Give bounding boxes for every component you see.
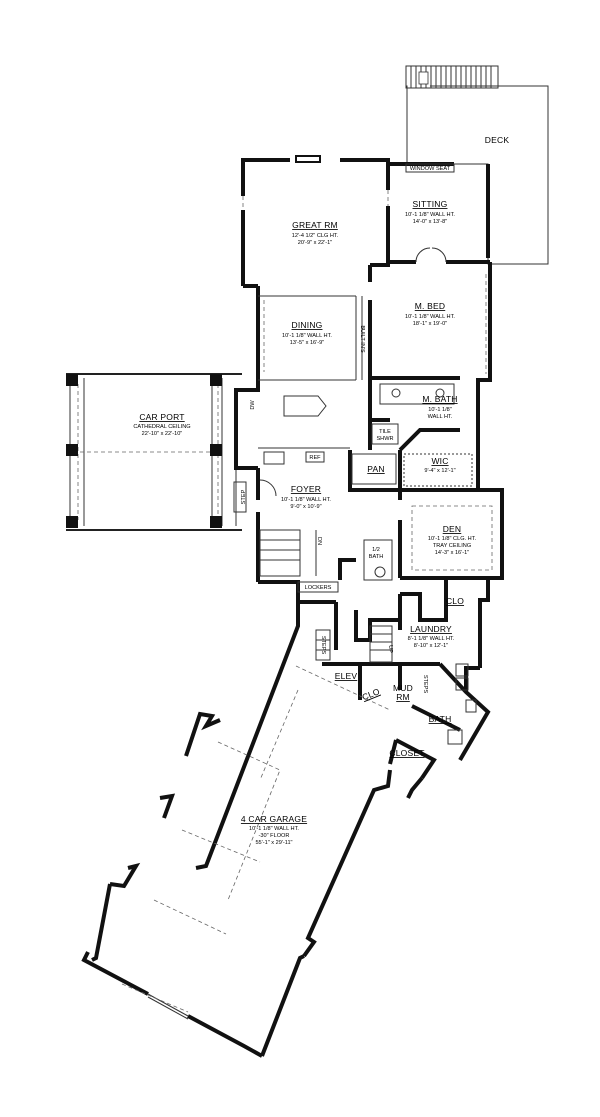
wic-label: WIC [431, 456, 448, 466]
m-bed-wall-height: 10'-1 1/8" WALL HT. [405, 314, 455, 320]
built-ins: BUILT-IN'S [359, 325, 365, 353]
room-foyer: FOYER 10'-1 1/8" WALL HT. 9'-0" x 10'-9" [281, 484, 331, 510]
closet-mud: CLO [361, 686, 382, 702]
wic-dimensions: 9'-4" x 12'-1" [424, 468, 455, 474]
room-laundry: LAUNDRY 8'-1 1/8" WALL HT. 8'-10" x 12'-… [408, 624, 455, 649]
garage-wall-height: 10'-1 1/8" WALL HT. [249, 826, 299, 832]
m-bath-wall-height: 10'-1 1/8" [428, 407, 452, 413]
foyer-dimensions: 9'-0" x 10'-9" [290, 504, 321, 510]
dishwasher: DW [250, 400, 256, 410]
ref-label: REF [309, 455, 321, 461]
laundry-dimensions: 8'-10" x 12'-1" [414, 643, 448, 649]
room-den: DEN 10'-1 1/8" CLG. HT. TRAY CEILING 14'… [428, 524, 477, 556]
m-bath-wall-height-2: WALL HT. [428, 414, 453, 420]
mud-rm-label-1: MUD [393, 683, 413, 693]
laundry-label: LAUNDRY [410, 624, 452, 634]
car-port-ceiling: CATHEDRAL CEILING [133, 424, 190, 430]
m-bed-dimensions: 18'-1" x 19'-0" [413, 321, 447, 327]
room-dining: DINING 10'-1 1/8" WALL HT. 13'-5" x 16'-… [282, 320, 332, 346]
interior-details [121, 163, 493, 1013]
room-wic: WIC 9'-4" x 12'-1" [424, 456, 455, 474]
tile-shwr-label-2: SHWR [376, 436, 393, 442]
dining-dimensions: 13'-5" x 16'-9" [290, 340, 324, 346]
great-rm-label: GREAT RM [292, 220, 338, 230]
dining-wall-height: 10'-1 1/8" WALL HT. [282, 333, 332, 339]
closet-garage: CLOSET [389, 748, 424, 758]
step-label: STEP [241, 489, 247, 504]
clo-mud-label: CLO [361, 686, 382, 702]
sitting-dimensions: 14'-0" x 13'-8" [413, 219, 447, 225]
mud-room: MUD RM [393, 683, 413, 702]
steps-left-label: STEPS [320, 636, 326, 655]
closet-den: CLO [446, 596, 464, 606]
room-bath: BATH [429, 714, 452, 724]
built-ins-label: BUILT-IN'S [359, 325, 365, 353]
sitting-wall-height: 10'-1 1/8" WALL HT. [405, 212, 455, 218]
den-tray-ceiling: TRAY CEILING [433, 543, 471, 549]
exterior-walls [81, 155, 504, 1058]
window-seat-label: WINDOW SEAT [410, 166, 451, 172]
lockers: LOCKERS [305, 585, 332, 591]
steps-left: STEPS [320, 636, 326, 655]
stair-down: DN [316, 537, 322, 545]
car-port-dimensions: 22'-10" x 22'-10" [142, 431, 183, 437]
bath-label: BATH [429, 714, 452, 724]
garage-dimensions: 55'-1" x 29'-11" [255, 840, 292, 846]
step: STEP [241, 489, 247, 504]
room-car-port: CAR PORT CATHEDRAL CEILING 22'-10" x 22'… [133, 412, 190, 437]
den-ceiling-height: 10'-1 1/8" CLG. HT. [428, 536, 477, 542]
m-bath-label: M. BATH [422, 394, 457, 404]
den-dimensions: 14'-3" x 16'-1" [435, 550, 469, 556]
car-port-structure [66, 373, 247, 531]
half-bath-label-1: 1/2 [372, 547, 380, 553]
garage-label: 4 CAR GARAGE [241, 814, 307, 824]
room-window-seat: WINDOW SEAT [410, 166, 451, 172]
lockers-label: LOCKERS [305, 585, 332, 591]
elev-label: ELEV [335, 671, 358, 681]
closet-label: CLOSET [389, 748, 424, 758]
room-sitting: SITTING 10'-1 1/8" WALL HT. 14'-0" x 13'… [405, 199, 455, 225]
room-m-bed: M. BED 10'-1 1/8" WALL HT. 18'-1" x 19'-… [405, 301, 455, 327]
sitting-label: SITTING [413, 199, 448, 209]
elevator: ELEV [335, 671, 358, 681]
room-garage: 4 CAR GARAGE 10'-1 1/8" WALL HT. -30" FL… [241, 814, 307, 846]
refrigerator: REF [309, 455, 321, 461]
room-m-bath: M. BATH 10'-1 1/8" WALL HT. [422, 394, 457, 420]
foyer-label: FOYER [291, 484, 321, 494]
car-port-label: CAR PORT [139, 412, 184, 422]
great-rm-ceiling: 12'-4 1/2" CLG HT. [292, 233, 339, 239]
laundry-wall-height: 8'-1 1/8" WALL HT. [408, 636, 455, 642]
deck-label: DECK [485, 135, 510, 145]
half-bath: 1/2 BATH [369, 547, 384, 560]
room-great-rm: GREAT RM 12'-4 1/2" CLG HT. 20'-9" x 22'… [292, 220, 339, 246]
den-label: DEN [443, 524, 462, 534]
garage-floor: -30" FLOOR [259, 833, 290, 839]
pan-label: PAN [367, 464, 384, 474]
dw-label: DW [250, 400, 256, 410]
half-bath-label-2: BATH [369, 554, 384, 560]
mud-rm-label-2: RM [396, 692, 410, 702]
tile-shower: TILE SHWR [376, 429, 393, 442]
up-label: UP [387, 645, 393, 653]
pantry: PAN [367, 464, 384, 474]
steps-mud: STEPS [422, 675, 428, 694]
clo-den-label: CLO [446, 596, 464, 606]
steps-mud-label: STEPS [422, 675, 428, 694]
dining-label: DINING [292, 320, 323, 330]
dn-label: DN [316, 537, 322, 545]
foyer-wall-height: 10'-1 1/8" WALL HT. [281, 497, 331, 503]
room-deck: DECK [485, 135, 510, 145]
tile-shwr-label-1: TILE [379, 429, 391, 435]
great-rm-dimensions: 20'-9" x 22'-1" [298, 240, 332, 246]
m-bed-label: M. BED [415, 301, 445, 311]
stair-up: UP [387, 645, 393, 653]
